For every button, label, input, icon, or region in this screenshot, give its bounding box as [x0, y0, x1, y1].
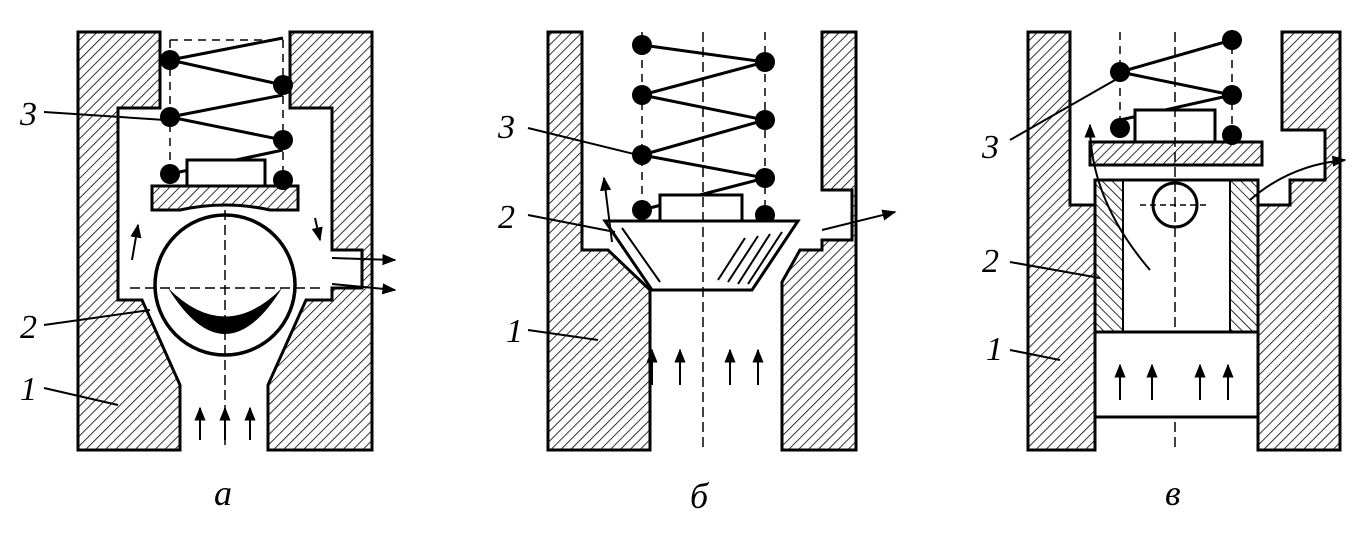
panel-a: 3 2 1 а — [19, 30, 397, 513]
panel-b-caption: б — [690, 476, 710, 516]
panel-c-coil — [1110, 62, 1130, 82]
panel-b-coil — [755, 110, 775, 130]
panel-c-piston-wall-left — [1094, 179, 1124, 333]
panel-c: 3 2 1 в — [981, 30, 1347, 513]
panel-b-coil — [632, 200, 652, 220]
panel-b-label-1: 1 — [506, 313, 523, 350]
panel-c-plate — [1088, 140, 1264, 167]
panel-b-body-left — [546, 30, 652, 452]
panel-a-body-right — [266, 30, 374, 452]
panel-c-coil — [1222, 85, 1242, 105]
panel-c-label-2: 2 — [982, 243, 999, 280]
panel-c-piston-wall-right — [1229, 179, 1259, 333]
panel-b-coil — [632, 145, 652, 165]
panel-c-caption: в — [1165, 473, 1181, 513]
panel-b-body-right — [780, 30, 858, 452]
panel-a-plate — [150, 184, 300, 212]
panel-a-coil — [273, 75, 293, 95]
panel-c-coil — [1222, 125, 1242, 145]
panel-b-spring-cup — [658, 193, 744, 223]
panel-b-coil — [632, 35, 652, 55]
panel-c-label-3: 3 — [981, 129, 999, 166]
panel-c-body-right — [1256, 30, 1342, 452]
panel-b-coil — [755, 52, 775, 72]
panel-a-ball-shade — [168, 288, 282, 334]
panel-a-label-1: 1 — [20, 371, 37, 408]
panel-b-label-2: 2 — [498, 199, 515, 236]
panel-c-label-1: 1 — [986, 331, 1003, 368]
panel-a-label-2: 2 — [20, 309, 37, 346]
panel-c-coil — [1222, 30, 1242, 50]
panel-b-coil — [632, 85, 652, 105]
panel-a-coil — [160, 50, 180, 70]
panel-a-body-left — [76, 30, 182, 452]
panel-a-label-3: 3 — [19, 96, 37, 133]
panel-a-coil — [160, 164, 180, 184]
panel-a-caption: а — [214, 473, 232, 513]
panel-b: 3 2 1 б — [497, 30, 897, 516]
panel-a-coil — [273, 130, 293, 150]
panel-a-coil — [160, 107, 180, 127]
panel-b-label-3: 3 — [497, 109, 515, 146]
panel-a-spring-cup — [185, 158, 267, 188]
panel-c-coil — [1110, 118, 1130, 138]
panel-c-body-left — [1026, 30, 1097, 452]
panel-b-coil — [755, 168, 775, 188]
